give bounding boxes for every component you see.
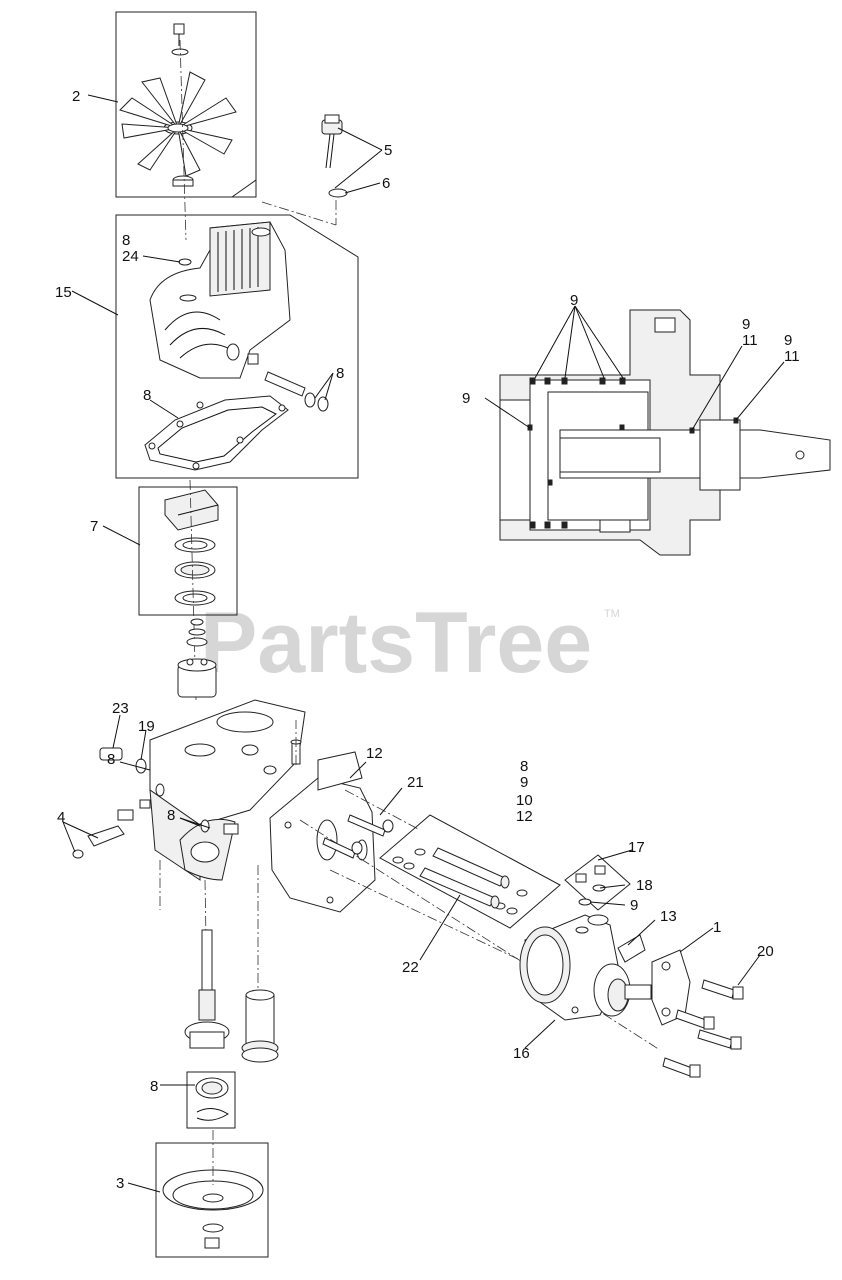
mount-bracket: [617, 934, 691, 1026]
callout-9: 9: [630, 897, 638, 914]
filter-cartridge: [241, 989, 279, 1063]
center-section: [72, 699, 306, 1001]
bolts-20: [662, 979, 744, 1078]
pulley-assembly: [155, 1130, 269, 1258]
callout-labels: 2 5 6 8 24 15 8 8 7 9 9 11 9 11 9 23 19 …: [55, 88, 800, 1192]
callout-17: 17: [628, 839, 645, 856]
callout-10: 10: [516, 792, 533, 809]
hydraulic-motor: [519, 914, 652, 1021]
callout-6: 6: [382, 175, 390, 192]
callout-4: 4: [57, 809, 65, 826]
callout-8: 8: [167, 807, 175, 824]
callout-8: 8: [143, 387, 151, 404]
fan-box-corner: [231, 179, 257, 198]
housing-assembly: [115, 214, 359, 479]
callout-18: 18: [636, 877, 653, 894]
callout-12: 12: [366, 745, 383, 762]
callout-9: 9: [784, 332, 792, 349]
callout-21: 21: [407, 774, 424, 791]
callout-8: 8: [336, 365, 344, 382]
callout-9: 9: [742, 316, 750, 333]
callout-22: 22: [402, 959, 419, 976]
callout-9: 9: [462, 390, 470, 407]
callout-11: 11: [784, 348, 800, 365]
bearing-assembly: [138, 479, 238, 701]
dipstick-assembly: [261, 114, 348, 226]
callout-16: 16: [513, 1045, 530, 1062]
callout-11: 11: [742, 332, 758, 349]
end-cap: [269, 751, 661, 1051]
callout-13: 13: [660, 908, 677, 925]
callout-1: 1: [713, 919, 721, 936]
callout-3: 3: [116, 1175, 124, 1192]
fan-assembly: [115, 11, 257, 241]
callout-20: 20: [757, 943, 774, 960]
callout-9: 9: [520, 774, 528, 791]
callout-15: 15: [55, 284, 72, 301]
watermark-trademark: TM: [604, 608, 620, 620]
callout-8: 8: [107, 751, 115, 768]
callout-7: 7: [90, 518, 98, 535]
watermark: PartsTree: [200, 595, 592, 691]
callout-2: 2: [72, 88, 80, 105]
callout-9: 9: [570, 292, 578, 309]
valve-kit: [564, 854, 631, 911]
callout-8: 8: [122, 232, 130, 249]
tubes: [419, 847, 510, 909]
bolts-21: [322, 814, 394, 859]
callout-5: 5: [384, 142, 392, 159]
cross-section-view: [499, 309, 831, 556]
input-shaft: [184, 929, 230, 1049]
callout-24: 24: [122, 248, 139, 265]
callout-8: 8: [150, 1078, 158, 1095]
cylinder-block: [177, 618, 217, 698]
leader-lines: [62, 94, 785, 1193]
seal-kit: [379, 814, 561, 929]
callout-8: 8: [520, 758, 528, 775]
callout-23: 23: [112, 700, 129, 717]
lower-bearing: [186, 1071, 236, 1129]
callout-19: 19: [138, 718, 155, 735]
callout-12: 12: [516, 808, 533, 825]
